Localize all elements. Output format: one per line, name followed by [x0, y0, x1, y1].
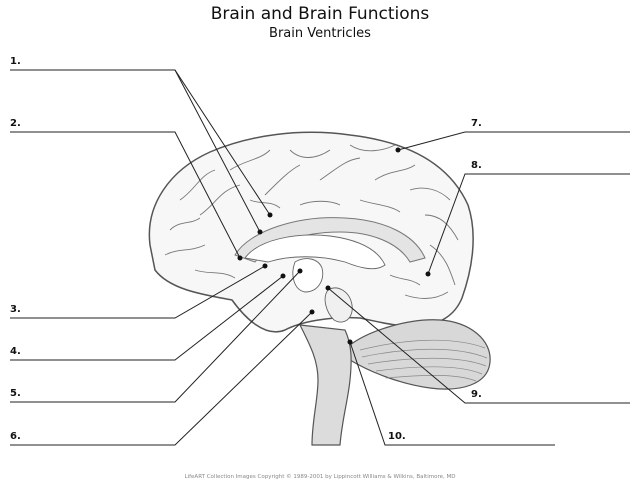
label-5: 5. — [10, 388, 21, 399]
leader-line-1b — [174, 69, 261, 233]
lateral-ventricle — [244, 234, 386, 270]
cerebellum — [349, 319, 491, 390]
cerebellum-folia — [359, 339, 488, 382]
brain-illustration — [148, 131, 491, 446]
label-10: 10. — [388, 431, 406, 442]
label-9: 9. — [471, 389, 482, 400]
label-6: 6. — [10, 431, 21, 442]
leader-line-6 — [10, 311, 313, 446]
leader-line-10 — [349, 341, 555, 446]
label-2: 2. — [10, 118, 21, 129]
page-title: Brain and Brain Functions — [210, 4, 430, 24]
leader-line-8 — [427, 173, 630, 275]
pointer-dots — [237, 147, 431, 345]
third-ventricle — [292, 258, 324, 293]
page-subtitle: Brain Ventricles — [269, 26, 371, 41]
leader-line-2 — [10, 131, 241, 259]
copyright-footer: LifeART Collection Images Copyright © 19… — [184, 474, 456, 480]
label-8: 8. — [471, 160, 482, 171]
label-7: 7. — [471, 118, 482, 129]
brain-stem — [298, 324, 352, 446]
label-3: 3. — [10, 304, 21, 315]
label-4: 4. — [10, 346, 21, 357]
leader-line-9 — [327, 287, 630, 404]
leader-lines — [10, 69, 630, 446]
fourth-ventricle — [324, 287, 353, 323]
leader-line-4 — [10, 275, 284, 361]
leader-line-5 — [10, 270, 301, 403]
label-1: 1. — [10, 56, 21, 67]
leader-line-3 — [10, 265, 266, 319]
leader-line-7 — [397, 131, 630, 151]
sulci — [164, 144, 459, 299]
